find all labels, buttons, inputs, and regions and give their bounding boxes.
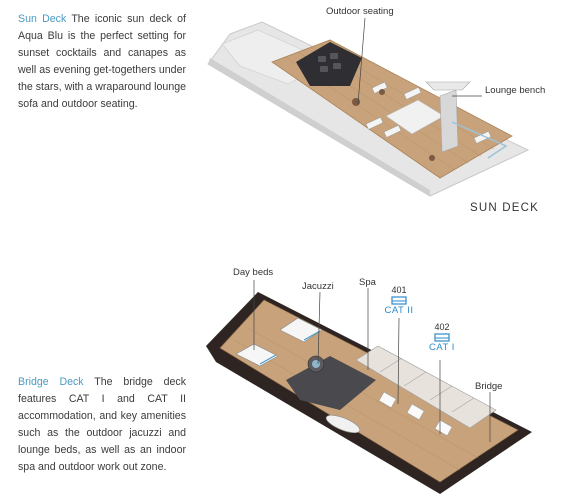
cabin-401-line [397,317,400,405]
cabin-401-number: 401 [391,285,407,295]
bed-icon [434,333,450,342]
bridge-deck-heading: Bridge Deck [18,376,84,388]
cabin-402-number: 402 [434,322,450,332]
jacuzzi-label: Jacuzzi [302,281,334,292]
outdoor-seating-line [357,17,366,105]
outdoor-seating-label: Outdoor seating [326,6,394,17]
lounge-bench-label: Lounge bench [485,85,546,96]
cabin-401-category: CAT II [384,305,414,316]
bed-icon [391,296,407,305]
jacuzzi-line [317,291,321,365]
bridge-deck-illustration [206,292,532,494]
sun-deck-body: The iconic sun deck of Aqua Blu is the p… [18,13,186,110]
sun-deck-title: SUN DECK [470,202,540,214]
sun-deck-illustration [207,21,530,197]
sun-deck-heading: Sun Deck [18,13,67,25]
cabin-402: 402 CAT I [426,322,458,353]
spa-label: Spa [359,277,376,288]
cabin-401: 401 CAT II [383,285,415,316]
bridge-label: Bridge [475,381,503,392]
day-beds-label: Day beds [233,267,274,278]
cabin-402-category: CAT I [429,342,455,353]
bridge-deck-description: Bridge Deck The bridge deck features CAT… [18,374,186,476]
sun-deck-description: Sun Deck The iconic sun deck of Aqua Blu… [18,11,186,113]
bridge-deck-body: The bridge deck features CAT I and CAT I… [18,376,186,473]
